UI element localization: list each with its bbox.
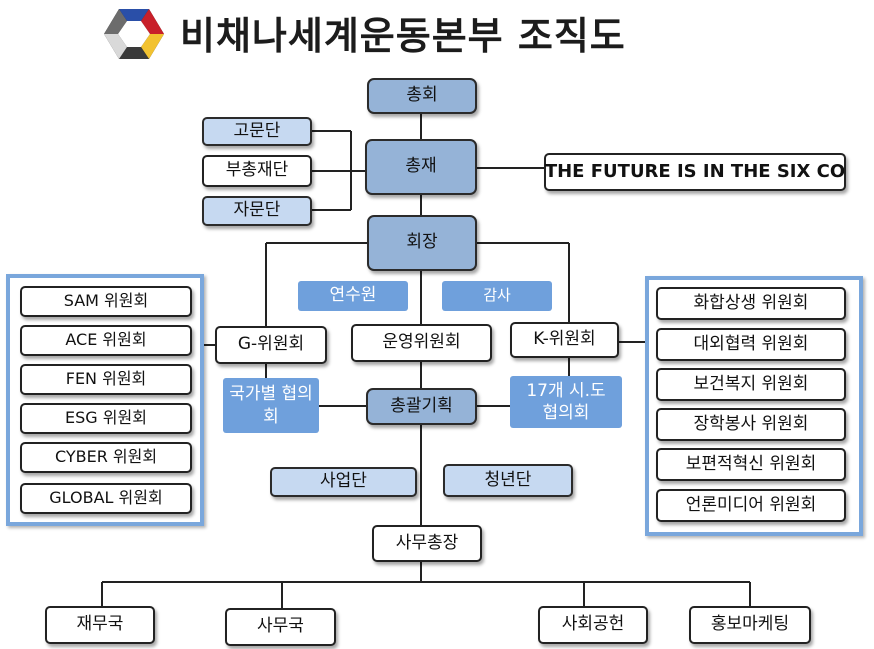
business-group-box: 사업단	[270, 467, 417, 497]
k-committee-box: K-위원회	[510, 322, 619, 358]
left-committee-item: ACE 위원회	[20, 325, 192, 356]
page-title: 비채나세계운동본부 조직도	[180, 13, 626, 58]
youth-group-box: 청년단	[443, 464, 573, 497]
left-committee-item: GLOBAL 위원회	[20, 483, 192, 514]
advisory-group-box: 고문단	[202, 117, 312, 146]
secretariat-bureau-box: 사무국	[225, 608, 336, 646]
g-committee-box: G-위원회	[215, 326, 327, 364]
social-contribution-box: 사회공헌	[538, 606, 648, 644]
coordination-planning-box: 총괄기획	[366, 388, 477, 425]
training-institute-label: 연수원	[298, 281, 408, 311]
vice-president-group-box: 부총재단	[202, 155, 312, 187]
finance-bureau-box: 재무국	[45, 606, 155, 644]
hexagon-logo-icon	[104, 9, 164, 59]
general-assembly-box: 총회	[367, 78, 477, 114]
pr-marketing-box: 홍보마케팅	[689, 606, 811, 644]
national-council-label: 국가별 협의회	[223, 378, 319, 433]
left-committee-item: ESG 위원회	[20, 403, 192, 434]
regional-council-label: 17개 시.도 협의회	[510, 376, 622, 428]
right-committee-item: 대외협력 위원회	[656, 328, 846, 361]
secretary-general-box: 사무총장	[372, 525, 482, 562]
right-committee-item: 보건복지 위원회	[656, 368, 846, 401]
left-committee-item: SAM 위원회	[20, 286, 192, 317]
left-committee-item: CYBER 위원회	[20, 442, 192, 473]
right-committee-item: 장학봉사 위원회	[656, 408, 846, 441]
consultation-group-box: 자문단	[202, 196, 312, 226]
right-committee-item: 화합상생 위원회	[656, 287, 846, 320]
right-committee-item: 언론미디어 위원회	[656, 489, 846, 522]
audit-label: 감사	[442, 281, 552, 311]
president-box: 총재	[365, 139, 477, 195]
left-committee-item: FEN 위원회	[20, 364, 192, 395]
slogan-box: THE FUTURE IS IN THE SIX CO	[544, 153, 846, 191]
chairman-box: 회장	[367, 215, 477, 271]
operations-committee-box: 운영위원회	[351, 324, 492, 362]
right-committee-item: 보편적혁신 위원회	[656, 448, 846, 481]
